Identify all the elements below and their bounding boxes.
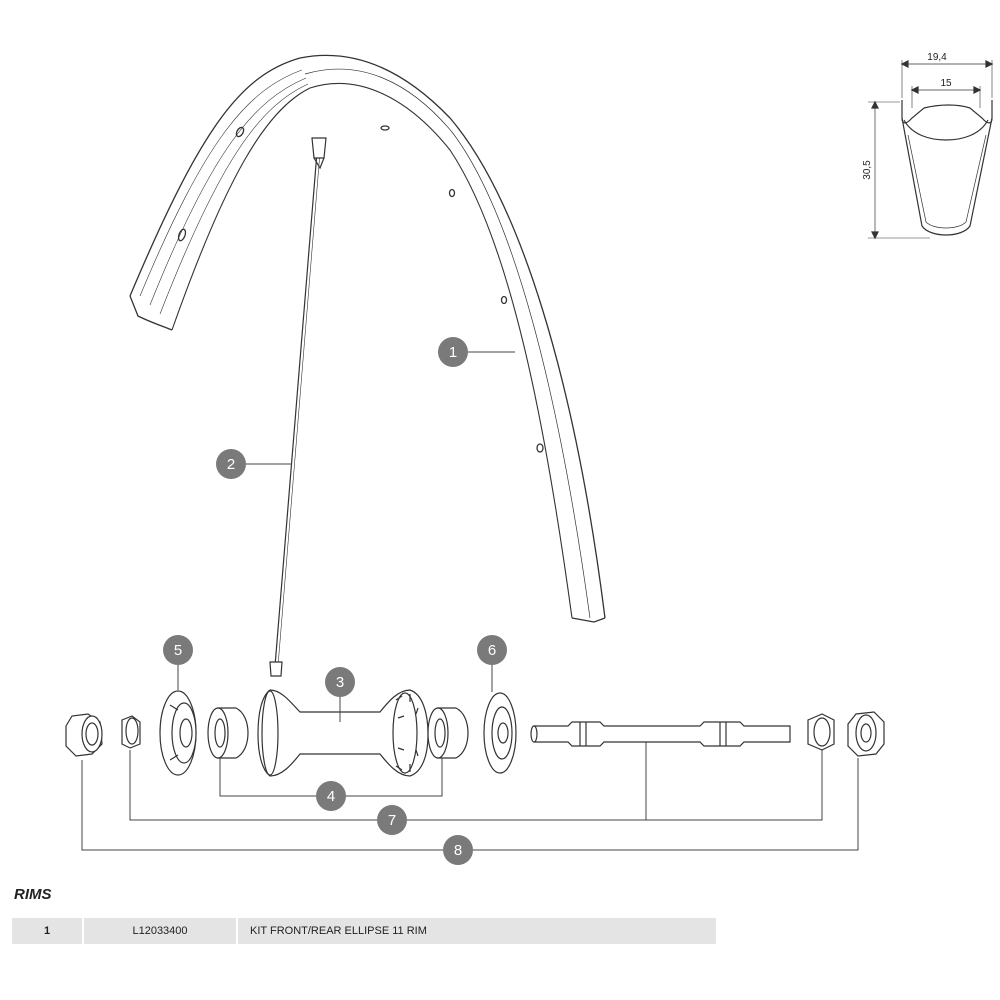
section-title: RIMS: [14, 886, 52, 903]
callout-5-label: 5: [174, 642, 182, 659]
callout-3: 3: [325, 667, 355, 697]
callout-7-label: 7: [388, 812, 396, 829]
parts-table: 1 L12033400 KIT FRONT/REAR ELLIPSE 11 RI…: [12, 918, 716, 944]
axle-illustration: [530, 721, 791, 747]
part-description-cell: KIT FRONT/REAR ELLIPSE 11 RIM: [236, 918, 716, 944]
right-spacer-illustration: [807, 713, 835, 751]
left-end-cap-illustration: [65, 713, 103, 757]
callout-4: 4: [316, 781, 346, 811]
left-bearing-illustration: [207, 707, 249, 759]
callout-2: 2: [216, 449, 246, 479]
rim-height-label: 30,5: [862, 160, 873, 180]
callout-2-label: 2: [227, 456, 235, 473]
spoke-illustration: [269, 137, 327, 677]
hub-parts: [65, 689, 885, 777]
callout-6: 6: [477, 635, 507, 665]
left-spacer-illustration: [121, 715, 141, 749]
leader-lines: [81, 351, 859, 851]
callout-8-label: 8: [454, 842, 462, 859]
left-bearing-cap-illustration: [159, 690, 197, 776]
exploded-wheel-diagram: 19,4 15 30,5: [65, 52, 994, 865]
callout-4-label: 4: [327, 788, 335, 805]
right-bearing-illustration: [427, 707, 469, 759]
callout-8: 8: [443, 835, 473, 865]
callout-3-label: 3: [336, 674, 344, 691]
right-end-cap-illustration: [847, 711, 885, 757]
part-number-cell: 1: [12, 918, 83, 944]
part-code-cell: L12033400: [82, 918, 237, 944]
right-bearing-cap-illustration: [483, 692, 517, 774]
callout-1: 1: [438, 337, 468, 367]
callout-7: 7: [377, 805, 407, 835]
callout-6-label: 6: [488, 642, 496, 659]
callout-5: 5: [163, 635, 193, 665]
inner-width-label: 15: [940, 78, 952, 89]
table-row: 1 L12033400 KIT FRONT/REAR ELLIPSE 11 RI…: [12, 918, 716, 944]
rim-profile-drawing: [868, 60, 994, 240]
callout-1-label: 1: [449, 344, 457, 361]
hub-body-illustration: [257, 689, 429, 777]
rim-illustration: [129, 54, 606, 623]
outer-width-label: 19,4: [927, 52, 947, 63]
